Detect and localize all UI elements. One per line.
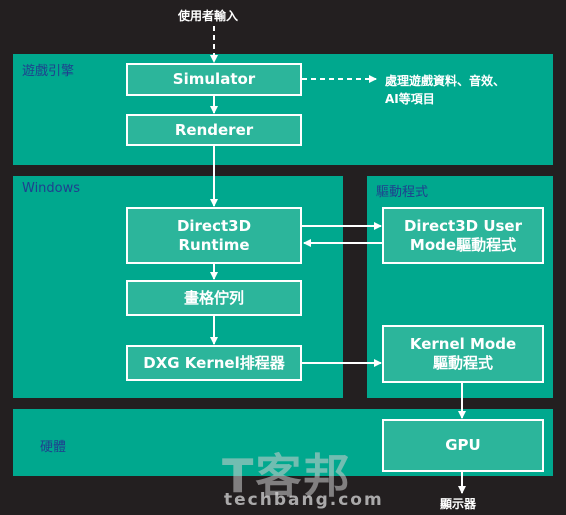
d3d-user-mode-driver-box: Direct3D User Mode驅動程式 [382,207,544,264]
watermark-url: techbang.com [224,490,384,510]
windows-label: Windows [22,181,81,196]
direct3d-runtime-box: Direct3D Runtime [126,207,302,264]
simulator-box: Simulator [126,63,302,96]
kernel-mode-line-1: Kernel Mode [409,335,517,353]
game-engine-label: 遊戲引擎 [22,64,75,79]
user-input-label: 使用者輸入 [178,9,239,23]
side-note-line-2: AI等項目 [385,92,435,106]
display-label: 顯示器 [440,497,477,511]
driver-label: 驅動程式 [376,185,429,200]
dxg-kernel-box: DXG Kernel排程器 [126,345,302,381]
direct3d-runtime-line-2: Runtime [178,235,250,254]
renderer-box: Renderer [126,114,302,146]
side-note-line-1: 處理遊戲資料、音效、 [385,74,506,88]
command-queue-box: 畫格佇列 [126,280,302,316]
hardware-label: 硬體 [40,440,67,455]
direct3d-runtime-line-1: Direct3D [176,216,252,235]
renderer-label: Renderer [174,120,254,139]
kernel-mode-driver-box: Kernel Mode 驅動程式 [382,325,544,383]
simulator-label: Simulator [172,70,256,88]
gpu-box: GPU [382,419,544,472]
watermark-logo: T客邦 [222,449,352,503]
kernel-mode-line-2: 驅動程式 [432,354,493,372]
command-queue-label: 畫格佇列 [183,288,244,307]
dxg-kernel-label: DXG Kernel排程器 [143,353,285,372]
d3d-user-mode-line-2: Mode驅動程式 [409,235,517,254]
d3d-user-mode-line-1: Direct3D User [403,216,522,235]
gpu-label: GPU [445,436,481,454]
